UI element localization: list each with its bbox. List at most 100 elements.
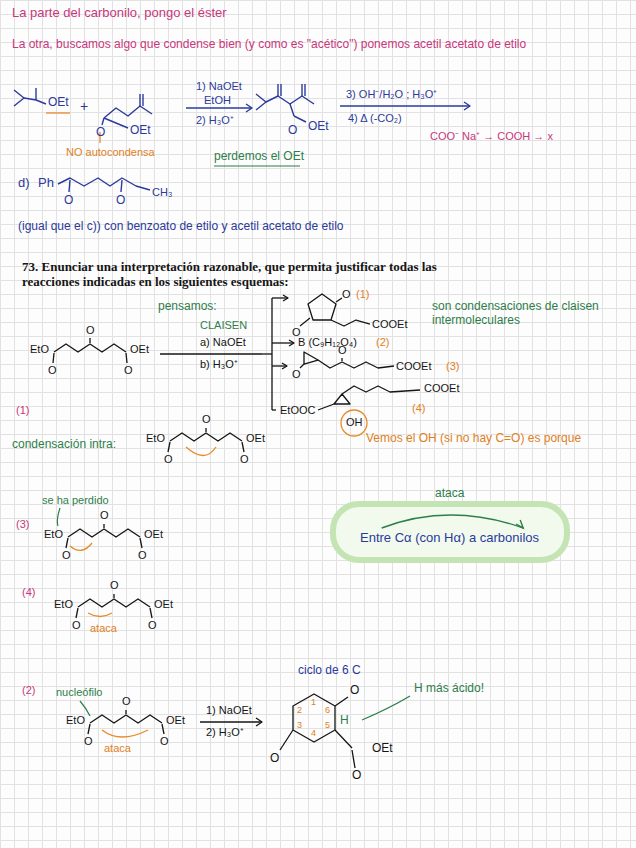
reaction-arrow [340, 105, 470, 106]
note-text: La parte del carbonilo, pongo el éster [12, 6, 227, 21]
note-text: (2) [22, 684, 35, 697]
bond [304, 84, 305, 96]
pointer [57, 508, 60, 526]
bond [69, 180, 70, 192]
note-text: EtO [30, 343, 49, 356]
note-text: OEt [154, 598, 173, 611]
note-text: H más ácido! [414, 682, 484, 696]
bond [140, 538, 142, 548]
note-text: O [202, 413, 211, 426]
arrow-head [256, 718, 262, 726]
bond [335, 730, 352, 748]
arrow-head [246, 104, 252, 112]
bond [242, 442, 244, 452]
bond [318, 404, 334, 410]
branch-arrow [272, 342, 294, 343]
note-text: perdemos el OEt [214, 150, 304, 164]
reaction-arrow [160, 353, 262, 354]
note-text: H [340, 714, 349, 728]
bond [335, 697, 348, 706]
note-text: pensamos: [158, 300, 217, 314]
note-text: son condensaciones de claisen intermolec… [432, 300, 622, 328]
bond [90, 715, 162, 723]
bond [336, 298, 342, 302]
highlight-cloud: atacaEntre Cα (con Hα) a carbonilos [328, 474, 572, 566]
bond [14, 90, 24, 106]
note-text: b) H₃O⁺ [200, 358, 238, 371]
note-text: COOEt [424, 382, 459, 395]
note-text: O [338, 344, 347, 357]
arrow-head [516, 520, 523, 528]
bond [290, 104, 294, 116]
note-text: (4) [22, 586, 35, 599]
note-text: NO autocondensa [66, 146, 155, 159]
note-text: Vemos el OH (si no hay C=O) es porque [366, 432, 581, 446]
note-text: O [160, 735, 169, 748]
underline [46, 112, 70, 113]
note-text: EtO [44, 528, 63, 541]
note-text: O [352, 769, 361, 783]
note-text: COOEt [372, 318, 407, 331]
bond [341, 358, 342, 361]
note-text: O [148, 619, 157, 632]
note-text: 2) H₃O⁺ [206, 726, 244, 739]
note-text: O [96, 126, 105, 140]
ring-number: 2 [297, 705, 302, 715]
bond [76, 608, 78, 618]
bond [280, 730, 293, 750]
ring [308, 294, 336, 320]
bond [121, 180, 122, 192]
branch-line [262, 353, 272, 354]
note-text: ataca [90, 622, 117, 635]
note-text: OH [346, 416, 363, 429]
note-text: d) [18, 176, 30, 191]
note-text: O [138, 549, 147, 562]
note-text: (3) [16, 518, 29, 531]
note-text: (4) [412, 402, 425, 415]
note-text: 3) OH⁻/H₂O ; H₃O⁺ [346, 88, 437, 101]
note-text: (igual que el c)) con benzoato de etilo … [18, 220, 344, 234]
bond [352, 750, 355, 768]
highlight-circle [341, 410, 367, 436]
reaction-arrow [186, 107, 252, 108]
note-text: Ph [38, 176, 54, 191]
note-text: O [100, 509, 109, 522]
note-text: B (C₉H₁₂O₄) [298, 336, 357, 349]
bond [68, 529, 140, 537]
bond [142, 94, 143, 106]
bond [54, 344, 126, 352]
note-text: EtO [66, 714, 85, 727]
note-text: 73. Enunciar una interpretación razonabl… [22, 260, 452, 290]
bond [78, 599, 150, 607]
bond [53, 353, 54, 363]
note-text: 2) H₃O⁺ [196, 114, 234, 127]
bond [126, 353, 127, 363]
note-text: ataca [104, 742, 131, 755]
note-text: La otra, buscamos algo que condense bien… [12, 38, 526, 52]
ester-structures [14, 84, 470, 192]
note-text: O [270, 752, 279, 766]
note-text: (1) [356, 288, 369, 301]
bond [35, 88, 36, 100]
note-text: (2) [376, 336, 389, 349]
note-text: nucleófilo [56, 686, 102, 699]
ring-number: 1 [311, 697, 316, 707]
branch-arrow [272, 297, 288, 298]
pointer [362, 696, 410, 720]
bond [280, 84, 281, 96]
note-text: O [292, 368, 301, 381]
bond [150, 608, 152, 618]
bond [58, 178, 150, 190]
note-text: OEt [144, 528, 163, 541]
note-text: O [124, 364, 133, 377]
bond [104, 106, 152, 118]
note-text: COOEt [396, 360, 431, 373]
note-text: O [86, 324, 95, 337]
note-text: EtO [146, 432, 165, 445]
note-text: O [240, 453, 249, 466]
bond [168, 442, 170, 452]
cloud-text: Entre Cα (con Hα) a carbonilos [360, 530, 539, 545]
note-text: OEt [308, 120, 329, 134]
bond [256, 94, 266, 110]
bond [113, 594, 114, 598]
